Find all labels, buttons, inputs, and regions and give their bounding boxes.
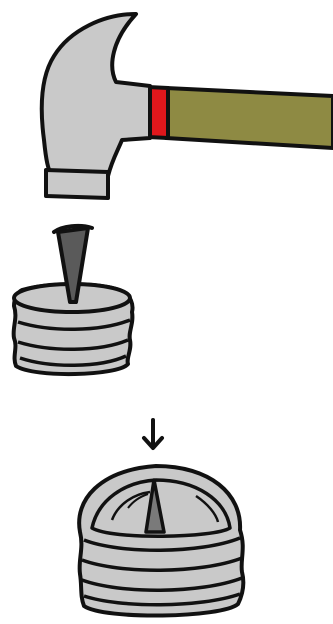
hammer-face — [46, 170, 108, 198]
punched-bottle-cap — [79, 466, 243, 616]
hammer-head — [42, 14, 150, 176]
down-arrow-icon — [144, 420, 162, 448]
bottle-cap-with-nail — [14, 226, 133, 374]
hammer-handle — [166, 88, 333, 148]
hammer — [42, 14, 333, 198]
